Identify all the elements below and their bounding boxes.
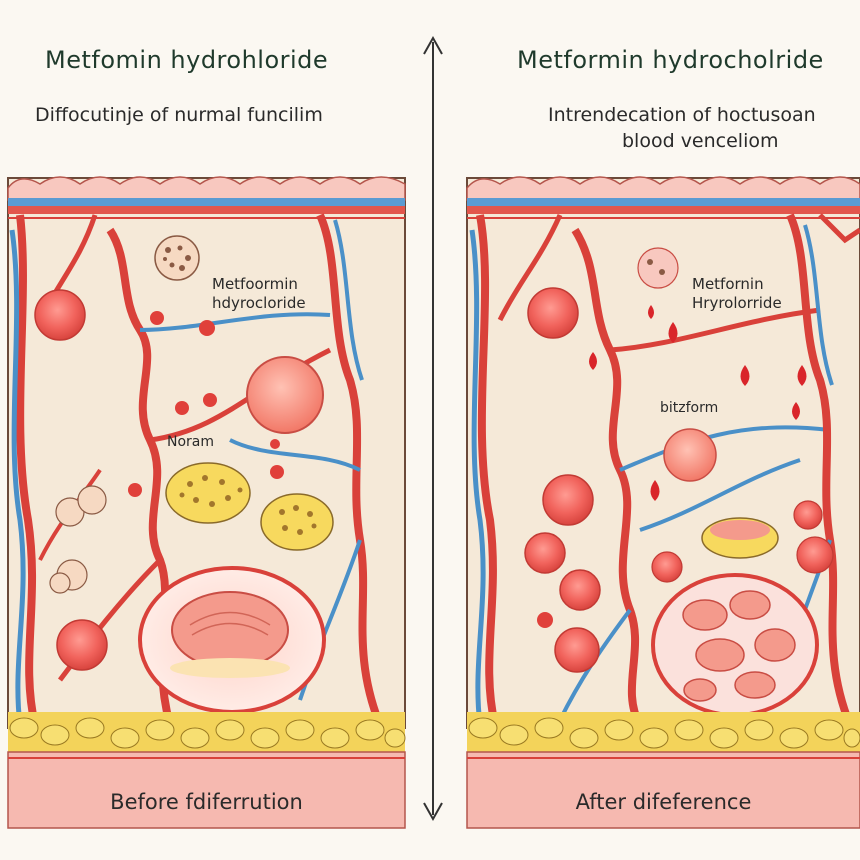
- left-title: Metfomin hydrohloride: [45, 46, 329, 74]
- left-drug-label-line2: hdyroclorid­e: [212, 294, 306, 312]
- left-footer-caption: Before fdiferrution: [110, 790, 303, 814]
- right-subtitle-line2: blood venceliom: [622, 130, 779, 152]
- left-drug-label-line1: Metfoormin: [212, 275, 298, 293]
- right-drug-label-line1: Metfornin: [692, 275, 764, 293]
- left-cell-label: Noram: [167, 434, 215, 450]
- right-cell-label: bitzform: [660, 400, 719, 416]
- right-tissue-panel: [466, 176, 860, 829]
- right-footer-caption: After difeference: [575, 790, 752, 814]
- right-drug-label-line2: Hryrolorride: [692, 294, 782, 312]
- right-title: Metformin hydrocholride: [517, 46, 824, 74]
- left-subtitle: Diffocutinje of nurmal funcilim: [35, 104, 323, 126]
- left-tissue-panel: [7, 176, 406, 829]
- center-double-arrow: [423, 35, 443, 822]
- right-subtitle-line1: Intrendecation of hoctusoan: [548, 104, 816, 126]
